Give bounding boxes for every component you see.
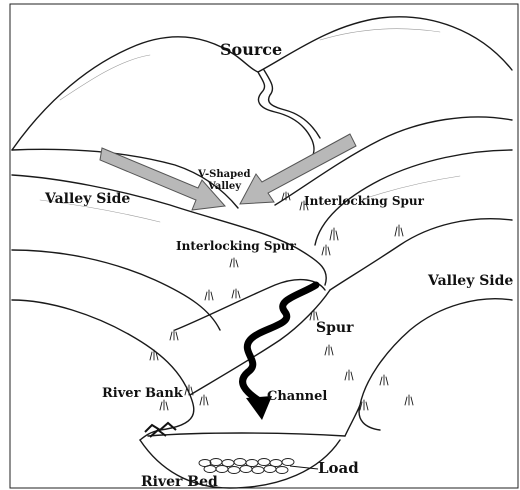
label-valley-side-left: Valley Side [44, 191, 130, 207]
label-spur: Spur [316, 320, 354, 336]
label-channel: Channel [267, 389, 327, 404]
label-interlocking-spur-right: Interlocking Spur [304, 194, 425, 208]
label-river-bank: River Bank [102, 386, 184, 401]
front-valley [12, 280, 512, 488]
label-interlocking-spur-left: Interlocking Spur [176, 239, 297, 253]
label-load: Load [318, 459, 359, 477]
label-v-shaped: V-Shaped [197, 169, 251, 180]
label-source: Source [220, 40, 282, 59]
source-stream [258, 70, 320, 162]
label-river-bed: River Bed [141, 474, 218, 490]
label-valley-side-right: Valley Side [427, 273, 513, 289]
river-load-pebbles [199, 459, 318, 474]
label-valley: Valley [207, 181, 242, 192]
